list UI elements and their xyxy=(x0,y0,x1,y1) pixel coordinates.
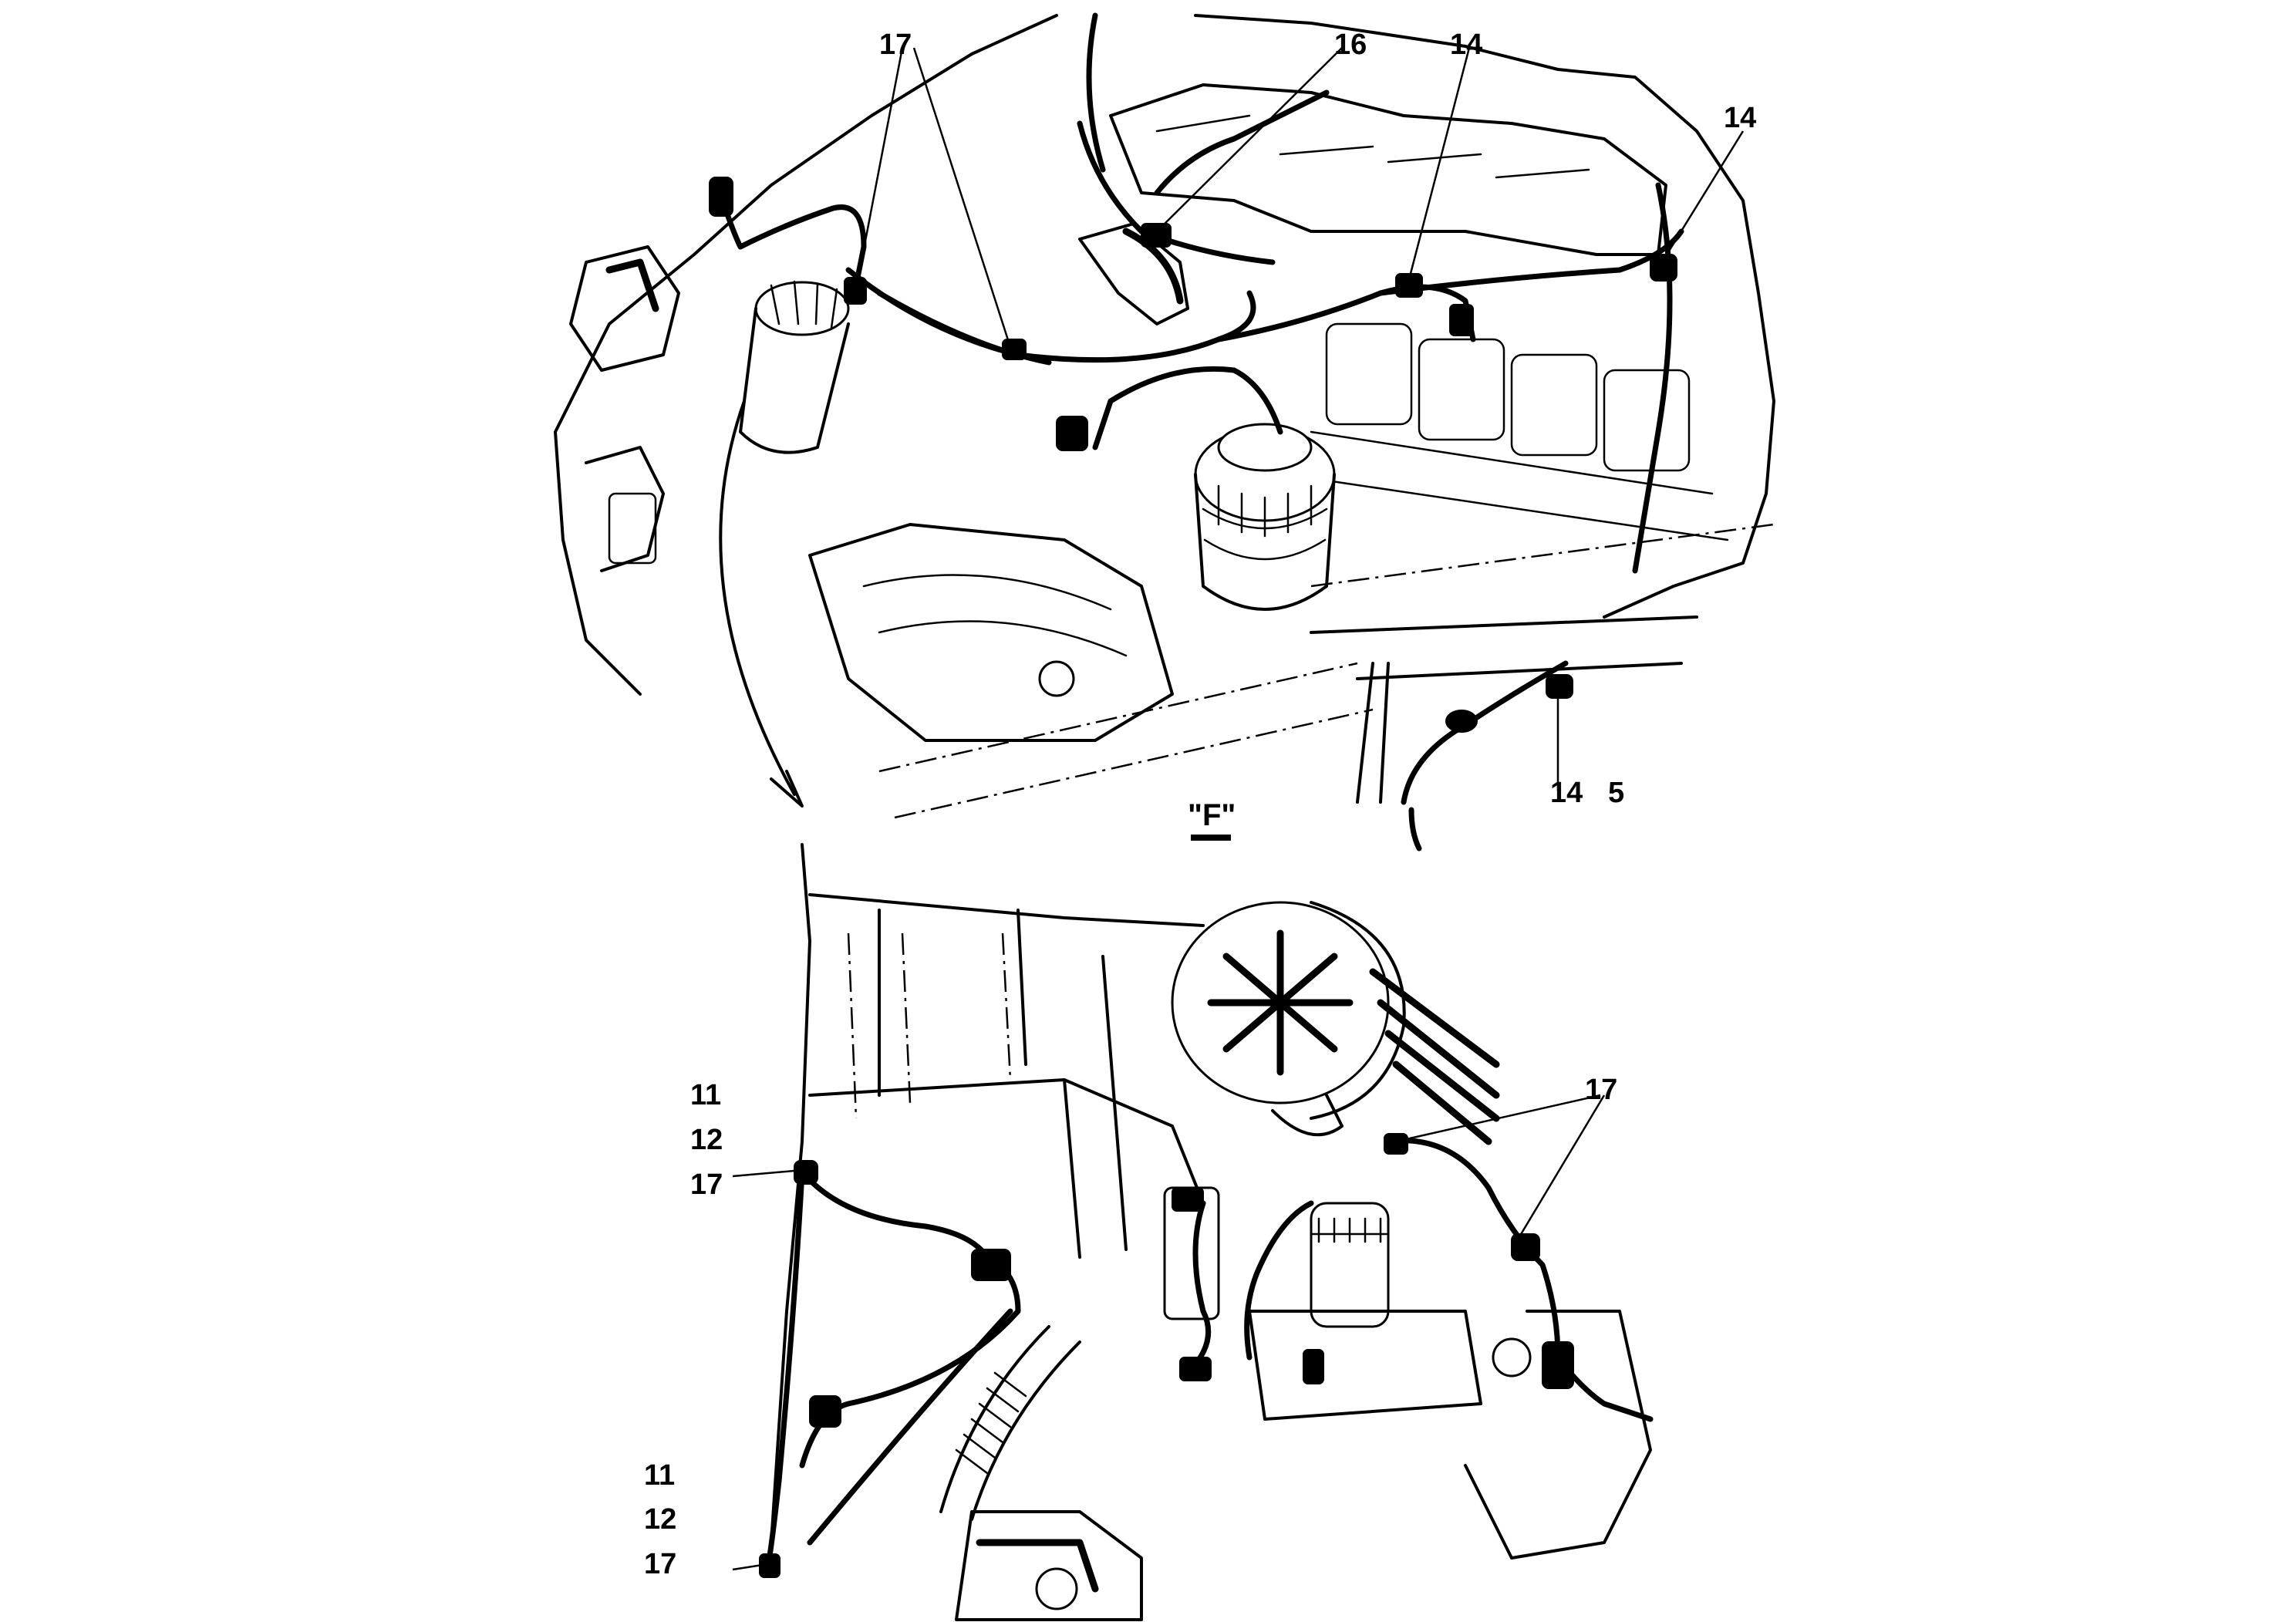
callout-17-top: 17 xyxy=(690,1168,723,1201)
callout-11-bottom: 11 xyxy=(644,1459,675,1492)
harness-clips-upper xyxy=(709,177,1677,699)
view-f-label: "F" xyxy=(1188,798,1236,841)
pump-assembly xyxy=(955,1510,1143,1621)
harness-clips-lower xyxy=(759,1133,1574,1578)
lower-callouts-left-top: 11 12 17 xyxy=(690,1079,723,1201)
callout-17-right: 17 xyxy=(1585,1074,1617,1106)
left-bracket xyxy=(569,245,680,572)
fuel-filter-lower xyxy=(1248,1202,1482,1421)
callout-17-upper: 17 xyxy=(879,29,912,61)
upper-callouts: 17 16 14 14 14 5 xyxy=(879,29,1756,809)
callout-5: 5 xyxy=(1608,777,1624,809)
lower-callouts-right: 17 xyxy=(1585,1074,1617,1106)
callout-14-b: 14 xyxy=(1724,102,1756,134)
upper-harness xyxy=(714,12,1684,851)
callout-16: 16 xyxy=(1334,29,1367,61)
upper-leaders xyxy=(855,47,1745,791)
callout-17-bottom: 17 xyxy=(644,1548,676,1580)
engine-block-outline xyxy=(554,14,1775,696)
lower-detail-view xyxy=(759,843,1654,1621)
view-arrow xyxy=(719,400,796,796)
lower-leaders xyxy=(732,1094,1606,1571)
callout-14-a: 14 xyxy=(1450,29,1482,61)
view-f-text: "F" xyxy=(1188,798,1236,832)
callout-11-top: 11 xyxy=(690,1079,721,1111)
front-cover xyxy=(808,523,1174,742)
oil-filter xyxy=(1194,423,1336,611)
callout-12-bottom: 12 xyxy=(644,1503,676,1536)
fuel-filter-upper xyxy=(739,280,850,454)
lower-callouts-left-bottom: 11 12 17 xyxy=(644,1459,676,1580)
frame-outline xyxy=(770,843,1205,1544)
corrugated-hose xyxy=(939,1325,1081,1521)
upper-engine-view xyxy=(554,12,1775,851)
filter-canister xyxy=(1171,901,1500,1145)
cylinder-row xyxy=(1310,322,1729,541)
callout-12-top: 12 xyxy=(690,1124,723,1156)
callout-14-c: 14 xyxy=(1550,777,1583,809)
